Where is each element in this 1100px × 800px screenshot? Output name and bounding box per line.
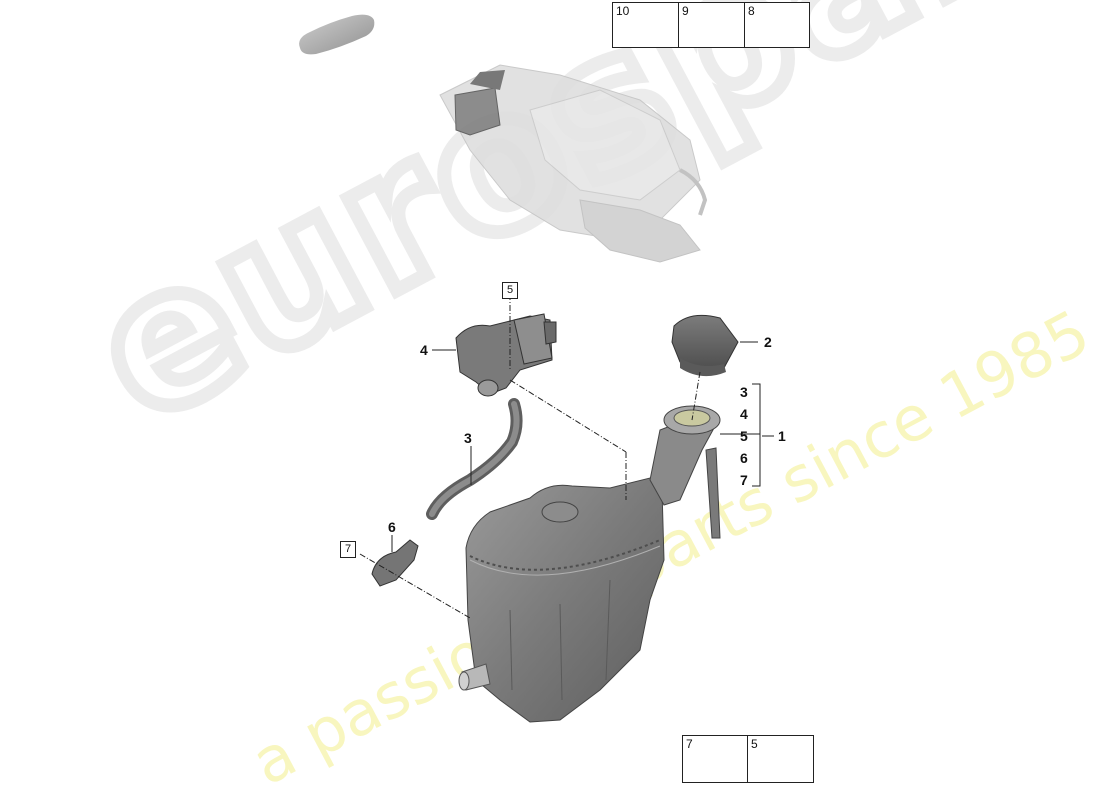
legend-item-5[interactable]: 5 xyxy=(748,736,813,782)
boxed-ref-7: 7 xyxy=(340,541,356,558)
legend-item-8[interactable]: 8 xyxy=(745,3,809,47)
car-silhouette-icon xyxy=(299,14,375,55)
callout-4: 4 xyxy=(420,342,428,358)
filler-cap-part xyxy=(671,314,739,377)
group-item-5: 5 xyxy=(740,428,748,444)
callout-6: 6 xyxy=(388,519,396,535)
engine-overview-illustration xyxy=(439,64,708,263)
callout-2: 2 xyxy=(764,334,772,350)
legend-num: 8 xyxy=(748,4,755,18)
leader-lines xyxy=(359,294,774,619)
legend-item-9[interactable]: 9 xyxy=(679,3,745,47)
group-item-3: 3 xyxy=(740,384,748,400)
legend-item-10[interactable]: 10 xyxy=(613,3,679,47)
sensor-valve-part xyxy=(455,313,557,397)
callout-1: 1 xyxy=(778,428,786,444)
group-item-6: 6 xyxy=(740,450,748,466)
group-item-7: 7 xyxy=(740,472,748,488)
legend-num: 10 xyxy=(616,4,630,18)
boxed-ref-5: 5 xyxy=(502,282,518,299)
callout-3: 3 xyxy=(464,430,472,446)
legend-top: 10 9 8 xyxy=(612,2,810,48)
legend-num: 5 xyxy=(751,737,758,751)
bracket-part xyxy=(371,539,419,587)
expansion-tank-part xyxy=(458,405,721,723)
legend-num: 9 xyxy=(682,4,689,18)
legend-bottom: 7 5 xyxy=(682,735,814,783)
group-item-4: 4 xyxy=(740,406,748,422)
legend-num: 7 xyxy=(686,737,693,751)
legend-item-7[interactable]: 7 xyxy=(683,736,748,782)
coolant-hose-part xyxy=(426,398,523,520)
